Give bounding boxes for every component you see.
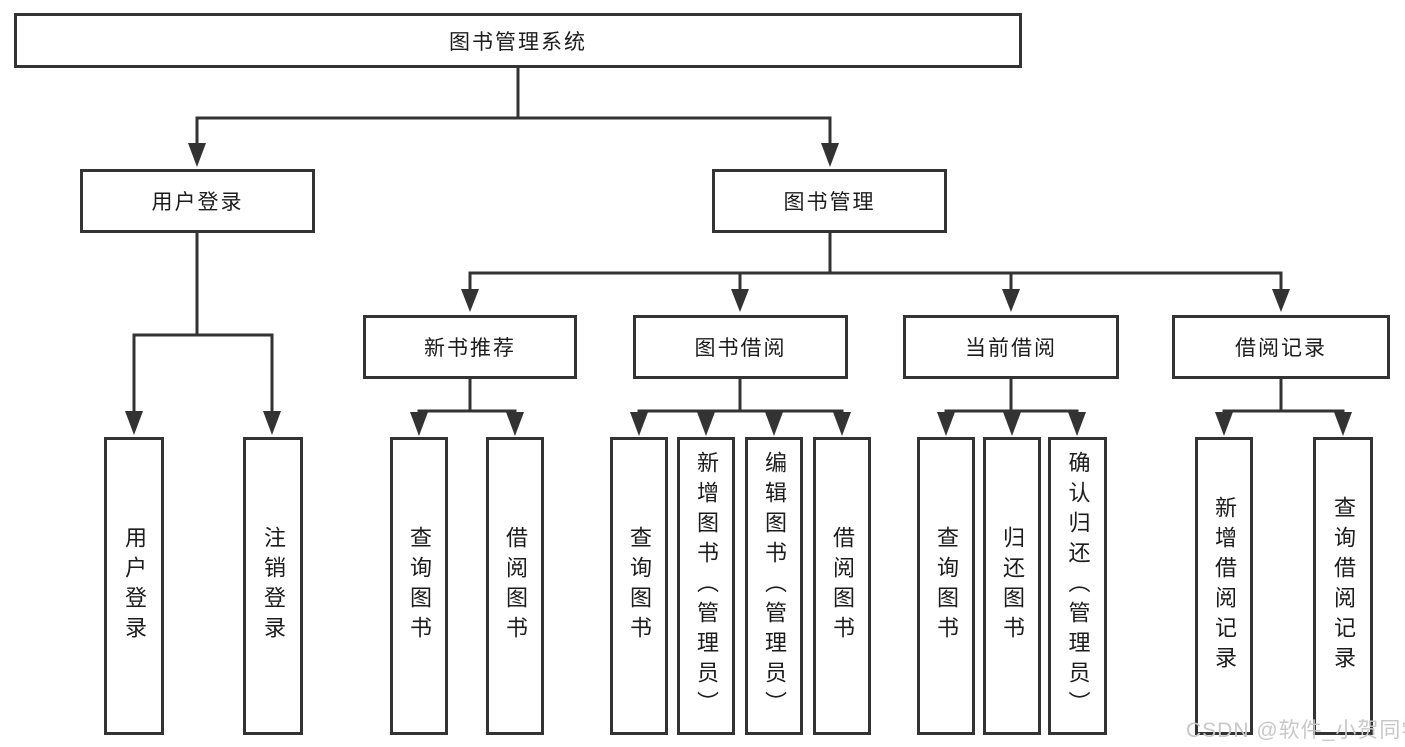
node-query-borrow-record: 查询借阅记录 xyxy=(1313,437,1373,735)
node-label: 借阅图书 xyxy=(503,526,528,646)
node-edit-book-admin: 编辑图书（管理员） xyxy=(745,437,803,735)
node-return-book: 归还图书 xyxy=(983,437,1041,735)
node-book-management: 图书管理 xyxy=(712,169,947,233)
node-label: 借阅图书 xyxy=(830,526,855,646)
node-query-books-borrow: 查询图书 xyxy=(610,437,668,735)
node-add-book-admin: 新增图书（管理员） xyxy=(677,437,735,735)
node-label: 新增借阅记录 xyxy=(1212,496,1237,676)
csdn-watermark: CSDN @软件_小贺同学 xyxy=(1186,719,1405,742)
node-query-books-recommend: 查询图书 xyxy=(390,437,448,735)
node-label: 确认归还（管理员） xyxy=(1065,451,1091,721)
node-borrow-books-leaf: 借阅图书 xyxy=(813,437,871,735)
node-label: 归还图书 xyxy=(1000,526,1025,646)
node-user-login-leaf: 用户登录 xyxy=(104,437,164,735)
node-query-books-current: 查询图书 xyxy=(917,437,975,735)
node-borrow-records: 借阅记录 xyxy=(1172,315,1390,379)
node-confirm-return-admin: 确认归还（管理员） xyxy=(1048,437,1107,735)
node-library-management-system: 图书管理系统 xyxy=(14,13,1022,68)
node-label: 用户登录 xyxy=(122,526,147,646)
node-book-borrow: 图书借阅 xyxy=(633,315,848,379)
node-add-borrow-record: 新增借阅记录 xyxy=(1195,437,1253,735)
node-label: 新增图书（管理员） xyxy=(694,451,719,721)
node-logout: 注销登录 xyxy=(243,437,303,735)
node-current-borrow: 当前借阅 xyxy=(903,315,1119,379)
node-borrow-books-recommend: 借阅图书 xyxy=(486,437,544,735)
node-label: 编辑图书（管理员） xyxy=(762,451,787,721)
node-label: 查询借阅记录 xyxy=(1331,496,1356,676)
node-new-book-recommend: 新书推荐 xyxy=(363,315,577,379)
node-label: 查询图书 xyxy=(627,526,652,646)
node-label: 查询图书 xyxy=(934,526,959,646)
node-user-login: 用户登录 xyxy=(80,169,315,233)
node-label: 查询图书 xyxy=(407,526,432,646)
node-label: 注销登录 xyxy=(261,526,286,646)
